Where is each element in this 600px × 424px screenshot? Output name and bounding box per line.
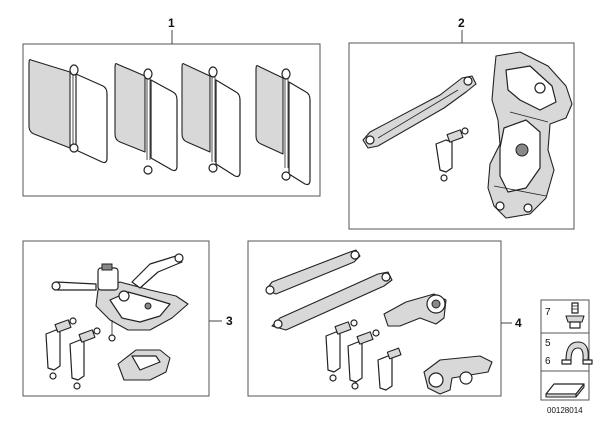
small-parts-legend[interactable]: 7 5 6	[540, 299, 593, 401]
actuator	[325, 319, 358, 382]
plate-icon	[545, 383, 585, 398]
legend-item-7: 7	[545, 307, 551, 318]
flap-panel	[114, 62, 178, 175]
actuator	[45, 317, 77, 380]
screw-icon	[565, 302, 585, 329]
actuator	[377, 347, 402, 391]
flap-panel	[181, 62, 241, 178]
flap-panel	[255, 64, 311, 186]
actuator	[347, 329, 380, 390]
group-4-frame	[247, 240, 502, 397]
group-3-frame	[22, 240, 210, 397]
group-4[interactable]: 4	[247, 240, 522, 397]
group-2[interactable]: 2	[348, 16, 575, 230]
mechanism-motor	[97, 267, 119, 291]
link-rod	[265, 249, 361, 295]
group-1[interactable]: 1	[22, 16, 321, 197]
legend-item-6: 6	[545, 356, 551, 367]
group-3[interactable]: 3	[22, 240, 233, 397]
legend-frame	[540, 299, 590, 401]
small-actuator	[435, 139, 453, 173]
flap-panel	[28, 58, 108, 164]
diagram-code: 00128014	[547, 406, 583, 415]
group-2-number: 2	[458, 16, 465, 30]
group-4-number: 4	[515, 316, 522, 330]
group-3-number: 3	[226, 314, 233, 328]
legend-item-5: 5	[545, 338, 551, 349]
clip-icon	[561, 341, 593, 365]
actuator	[69, 327, 101, 390]
group-1-number: 1	[168, 16, 175, 30]
